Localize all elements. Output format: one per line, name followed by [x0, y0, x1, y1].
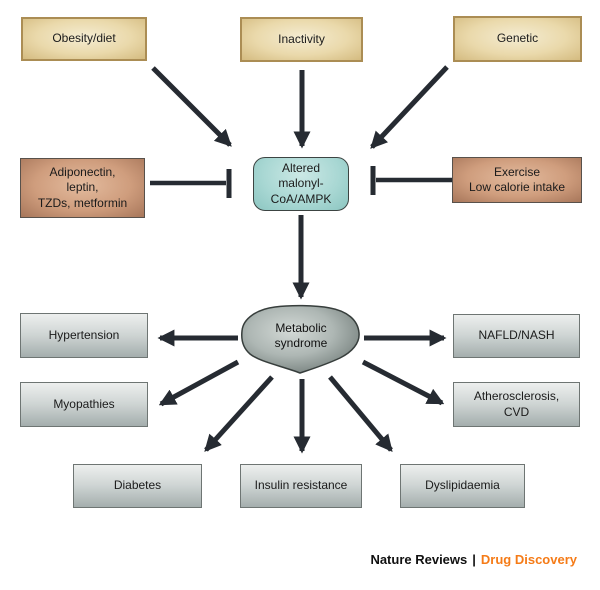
node-diabetes-label: Diabetes — [113, 478, 162, 493]
node-exercise-line1: Exercise — [493, 164, 540, 179]
node-exercise-line2: Low calorie intake — [468, 180, 566, 194]
node-atherosclerosis-cvd: Atherosclerosis, CVD — [453, 382, 580, 427]
node-myopathies-label: Myopathies — [53, 396, 115, 411]
node-adiponectin-line3: TZDs, metformin — [37, 195, 128, 210]
node-insulin-resistance: Insulin resistance — [240, 464, 362, 508]
node-diabetes: Diabetes — [73, 464, 202, 508]
node-nafld-nash: NAFLD/NASH — [453, 314, 580, 358]
footer-credit: Nature Reviews | Drug Discovery — [370, 552, 577, 567]
node-myopathies: Myopathies — [20, 382, 148, 427]
node-adiponectin-leptin: Adiponectin, leptin, TZDs, metformin — [20, 158, 145, 218]
node-nafld-label: NAFLD/NASH — [478, 328, 555, 343]
footer-journal: Drug Discovery — [480, 552, 577, 567]
node-hypertension-label: Hypertension — [48, 327, 120, 342]
node-ampk-line3: CoA/AMPK — [270, 191, 332, 206]
node-metabolic-syndrome: Metabolic syndrome — [253, 315, 349, 357]
node-ampk-line1: Altered — [281, 161, 321, 176]
node-dyslipidaemia: Dyslipidaemia — [400, 464, 525, 508]
node-dyslipidaemia-label: Dyslipidaemia — [425, 478, 500, 493]
node-exercise-low-calorie: Exercise Low calorie intake — [452, 157, 582, 203]
node-altered-malonyl-coa-ampk: Altered malonyl- CoA/AMPK — [253, 157, 349, 211]
node-adiponectin-line2: leptin, — [66, 180, 99, 195]
node-inactivity-label: Inactivity — [278, 31, 325, 46]
node-hypertension: Hypertension — [20, 313, 148, 358]
node-adiponectin-line1: Adiponectin, — [49, 165, 116, 180]
node-obesity-diet-label: Obesity/diet — [52, 31, 116, 46]
hub-line1: Metabolic — [275, 320, 327, 335]
footer-separator: | — [472, 552, 476, 567]
node-ampk-line2: malonyl- — [278, 176, 324, 191]
node-insulin-label: Insulin resistance — [254, 478, 348, 493]
hub-line2: syndrome — [274, 336, 328, 350]
arrow-hub-to-myopathies — [158, 359, 240, 407]
arrow-genetic-to-ampk — [370, 65, 449, 149]
footer-brand: Nature Reviews — [370, 552, 468, 567]
node-genetic: Genetic — [453, 16, 582, 62]
node-inactivity: Inactivity — [240, 17, 363, 62]
node-genetic-label: Genetic — [496, 31, 539, 46]
node-obesity-diet: Obesity/diet — [21, 17, 147, 61]
arrow-obesity-to-ampk — [151, 66, 232, 147]
node-atherosclerosis-line1: Atherosclerosis, — [473, 389, 560, 404]
arrow-hub-to-dyslipidaemia — [328, 375, 393, 452]
arrow-hub-to-atherosclerosis — [361, 359, 445, 406]
arrow-hub-to-diabetes — [204, 375, 274, 452]
node-atherosclerosis-line2: CVD — [503, 404, 530, 419]
